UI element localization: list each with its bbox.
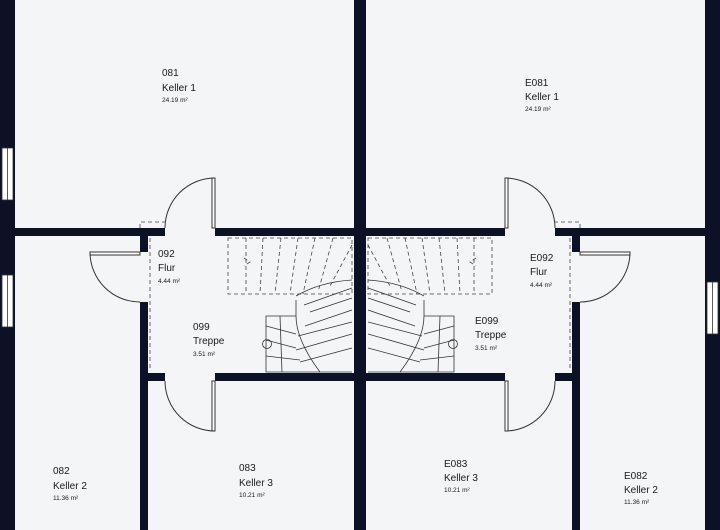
staircase-left: [243, 237, 353, 373]
room-area: 3.51 m²: [193, 351, 216, 358]
room-name: Keller 2: [624, 485, 658, 496]
room-name: Keller 1: [525, 92, 559, 103]
room-name: Flur: [530, 267, 548, 278]
room-area: 24.19 m²: [162, 97, 188, 104]
room-number: 083: [239, 463, 256, 474]
room-area: 4.44 m²: [530, 282, 553, 289]
room-number: 081: [162, 68, 179, 79]
staircase-right: [367, 237, 477, 373]
room-name: Keller 2: [53, 481, 87, 492]
doors: [89, 177, 631, 432]
room-label-082: 082 Keller 2 11.36 m²: [53, 466, 87, 502]
room-area: 11.36 m²: [624, 499, 650, 506]
room-number: 092: [158, 249, 175, 260]
room-number: E081: [525, 78, 549, 89]
room-label-e082: E082 Keller 2 11.36 m²: [624, 471, 658, 506]
room-number: 099: [193, 322, 210, 333]
room-number: E099: [475, 316, 499, 327]
room-label-092: 092 Flur 4.44 m²: [158, 249, 181, 285]
room-label-e099: E099 Treppe 3.51 m²: [475, 316, 507, 352]
room-number: 082: [53, 466, 70, 477]
windows: [1, 147, 719, 335]
room-name: Keller 1: [162, 83, 196, 94]
room-number: E082: [624, 471, 648, 482]
room-area: 24.19 m²: [525, 106, 551, 113]
room-label-e083: E083 Keller 3 10.21 m²: [444, 459, 478, 494]
room-number: E092: [530, 253, 554, 264]
room-label-083: 083 Keller 3 10.21 m²: [239, 463, 273, 499]
room-name: Treppe: [475, 330, 507, 341]
room-label-081: 081 Keller 1 24.19 m²: [162, 68, 196, 104]
room-area: 11.36 m²: [53, 495, 79, 502]
room-area: 4.44 m²: [158, 278, 181, 285]
room-label-e092: E092 Flur 4.44 m²: [530, 253, 554, 289]
room-area: 10.21 m²: [239, 492, 265, 499]
room-area: 3.51 m²: [475, 345, 498, 352]
room-label-099: 099 Treppe 3.51 m²: [193, 322, 225, 358]
room-label-e081: E081 Keller 1 24.19 m²: [525, 78, 559, 113]
room-area: 10.21 m²: [444, 487, 470, 494]
room-name: Keller 3: [239, 478, 273, 489]
room-name: Flur: [158, 263, 176, 274]
room-name: Keller 3: [444, 473, 478, 484]
room-name: Treppe: [193, 336, 225, 347]
room-number: E083: [444, 459, 468, 470]
